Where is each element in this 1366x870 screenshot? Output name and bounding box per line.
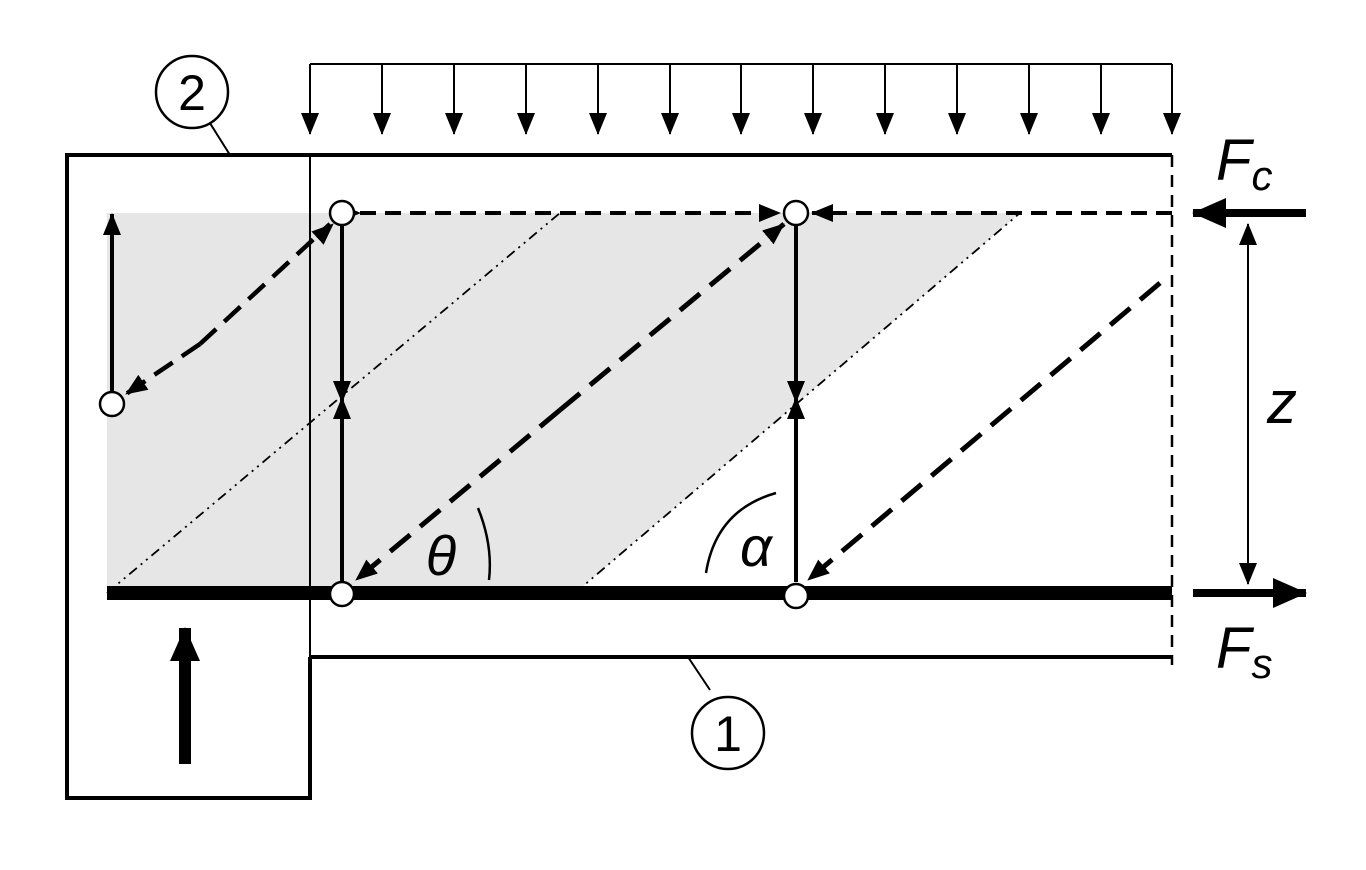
theta-label: θ — [426, 524, 456, 587]
compression-strut-arrow — [124, 342, 202, 396]
support-block-outline — [65, 153, 312, 800]
lever-arm-label: z — [1266, 369, 1297, 436]
theta-angle-arc — [476, 507, 492, 581]
marker-1-leader — [687, 656, 711, 691]
alpha-label: α — [740, 515, 774, 578]
node — [98, 390, 126, 418]
marker-1-circle — [690, 695, 766, 771]
marker-2-leader — [207, 119, 231, 156]
tension-force-symbol: F — [1216, 616, 1255, 681]
marker-2-label: 2 — [178, 65, 206, 121]
compression-strut — [558, 222, 786, 412]
compression-force-label: Fc — [1216, 128, 1272, 199]
node — [782, 199, 810, 227]
compression-force-subscript: c — [1251, 152, 1272, 199]
distributed-load — [301, 63, 1181, 135]
alpha-angle-arc — [704, 491, 777, 574]
tension-force-label: Fs — [1216, 616, 1272, 687]
compression-force-symbol: F — [1216, 128, 1255, 193]
compression-strut — [198, 222, 332, 346]
compression-strut — [354, 408, 562, 582]
tension-force-subscript: s — [1251, 640, 1272, 687]
marker-2-circle — [154, 54, 230, 130]
node — [328, 580, 356, 608]
node — [328, 199, 356, 227]
node — [782, 582, 810, 610]
marker-1-label: 1 — [714, 706, 742, 762]
shaded-truss-region — [107, 213, 1020, 593]
